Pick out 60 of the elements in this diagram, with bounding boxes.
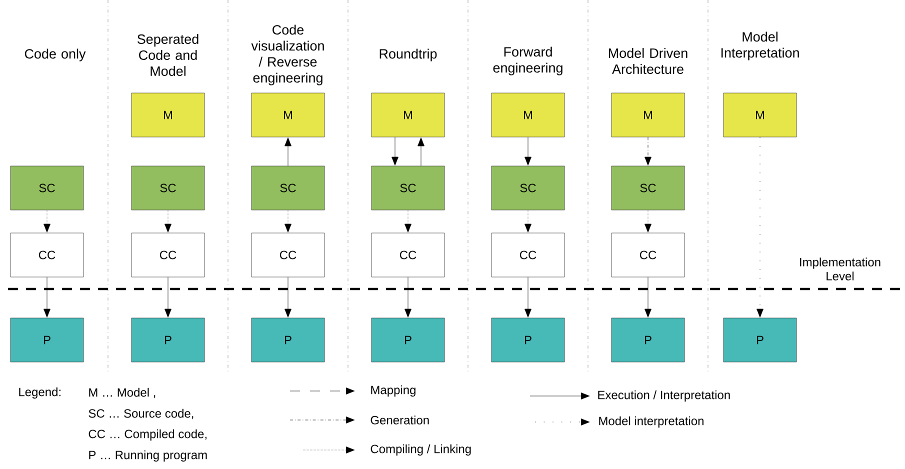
- compiled-code-box: CC: [10, 232, 84, 278]
- source-code-box: SC: [131, 166, 205, 210]
- arrow: [418, 138, 424, 166]
- arrow: [524, 210, 532, 232]
- column-heading: Roundtrip: [380, 48, 437, 62]
- arrow: [644, 277, 652, 318]
- column-heading: Model Interpretation: [721, 32, 799, 60]
- level-label: Implementation Level: [792, 258, 888, 280]
- legend-text: Generation: [370, 416, 429, 424]
- model-box: M: [611, 92, 685, 138]
- program-box: P: [131, 318, 205, 362]
- legend-text: SC … Source code,: [88, 408, 194, 420]
- arrow: [164, 277, 172, 318]
- legend-text: M … Model ,: [89, 388, 156, 398]
- program-box: P: [611, 318, 685, 362]
- model-box: M: [371, 92, 445, 138]
- source-code-box: SC: [611, 166, 685, 210]
- column-heading: Seperated Code and Model: [137, 34, 198, 76]
- arrow: [644, 137, 652, 166]
- compiled-code-box: CC: [611, 232, 685, 278]
- arrow: [44, 277, 50, 318]
- model-box: M: [131, 92, 205, 138]
- source-code-box: SC: [251, 166, 325, 210]
- column-heading: Forward engineering: [493, 46, 562, 76]
- legend-text: Execution / Interpretation: [598, 390, 730, 402]
- legend-text: Model interpretation: [599, 416, 704, 428]
- column-heading: Code only: [24, 48, 86, 62]
- legend-heading: Legend:: [19, 387, 60, 399]
- compiled-code-box: CC: [251, 232, 325, 278]
- model-box: M: [723, 92, 797, 138]
- compiled-code-box: CC: [491, 232, 565, 278]
- arrow: [284, 138, 292, 166]
- legend-text: Mapping: [371, 385, 416, 397]
- program-box: P: [491, 318, 565, 362]
- column-heading: Model Driven Architecture: [608, 48, 688, 74]
- legend-text: P … Running program: [89, 450, 207, 462]
- source-code-box: SC: [491, 166, 565, 210]
- arrow: [392, 137, 398, 166]
- arrow: [524, 137, 532, 166]
- arrow: [284, 210, 292, 232]
- source-code-box: SC: [371, 166, 445, 210]
- arrow: [644, 210, 652, 232]
- model-box: M: [251, 92, 325, 138]
- arrow: [164, 210, 172, 232]
- program-box: P: [10, 318, 84, 362]
- program-box: P: [723, 318, 797, 362]
- arrow: [404, 210, 412, 232]
- arrow: [756, 137, 764, 318]
- program-box: P: [371, 318, 445, 362]
- legend-text: CC … Compiled code,: [88, 429, 206, 441]
- arrow: [524, 277, 532, 318]
- source-code-box: SC: [10, 166, 84, 210]
- compiled-code-box: CC: [131, 232, 205, 278]
- arrow: [284, 277, 292, 318]
- arrow: [404, 277, 412, 318]
- compiled-code-box: CC: [371, 232, 445, 278]
- program-box: P: [251, 318, 325, 362]
- legend-text: Compiling / Linking: [370, 444, 471, 456]
- model-box: M: [491, 92, 565, 138]
- arrow: [44, 210, 50, 232]
